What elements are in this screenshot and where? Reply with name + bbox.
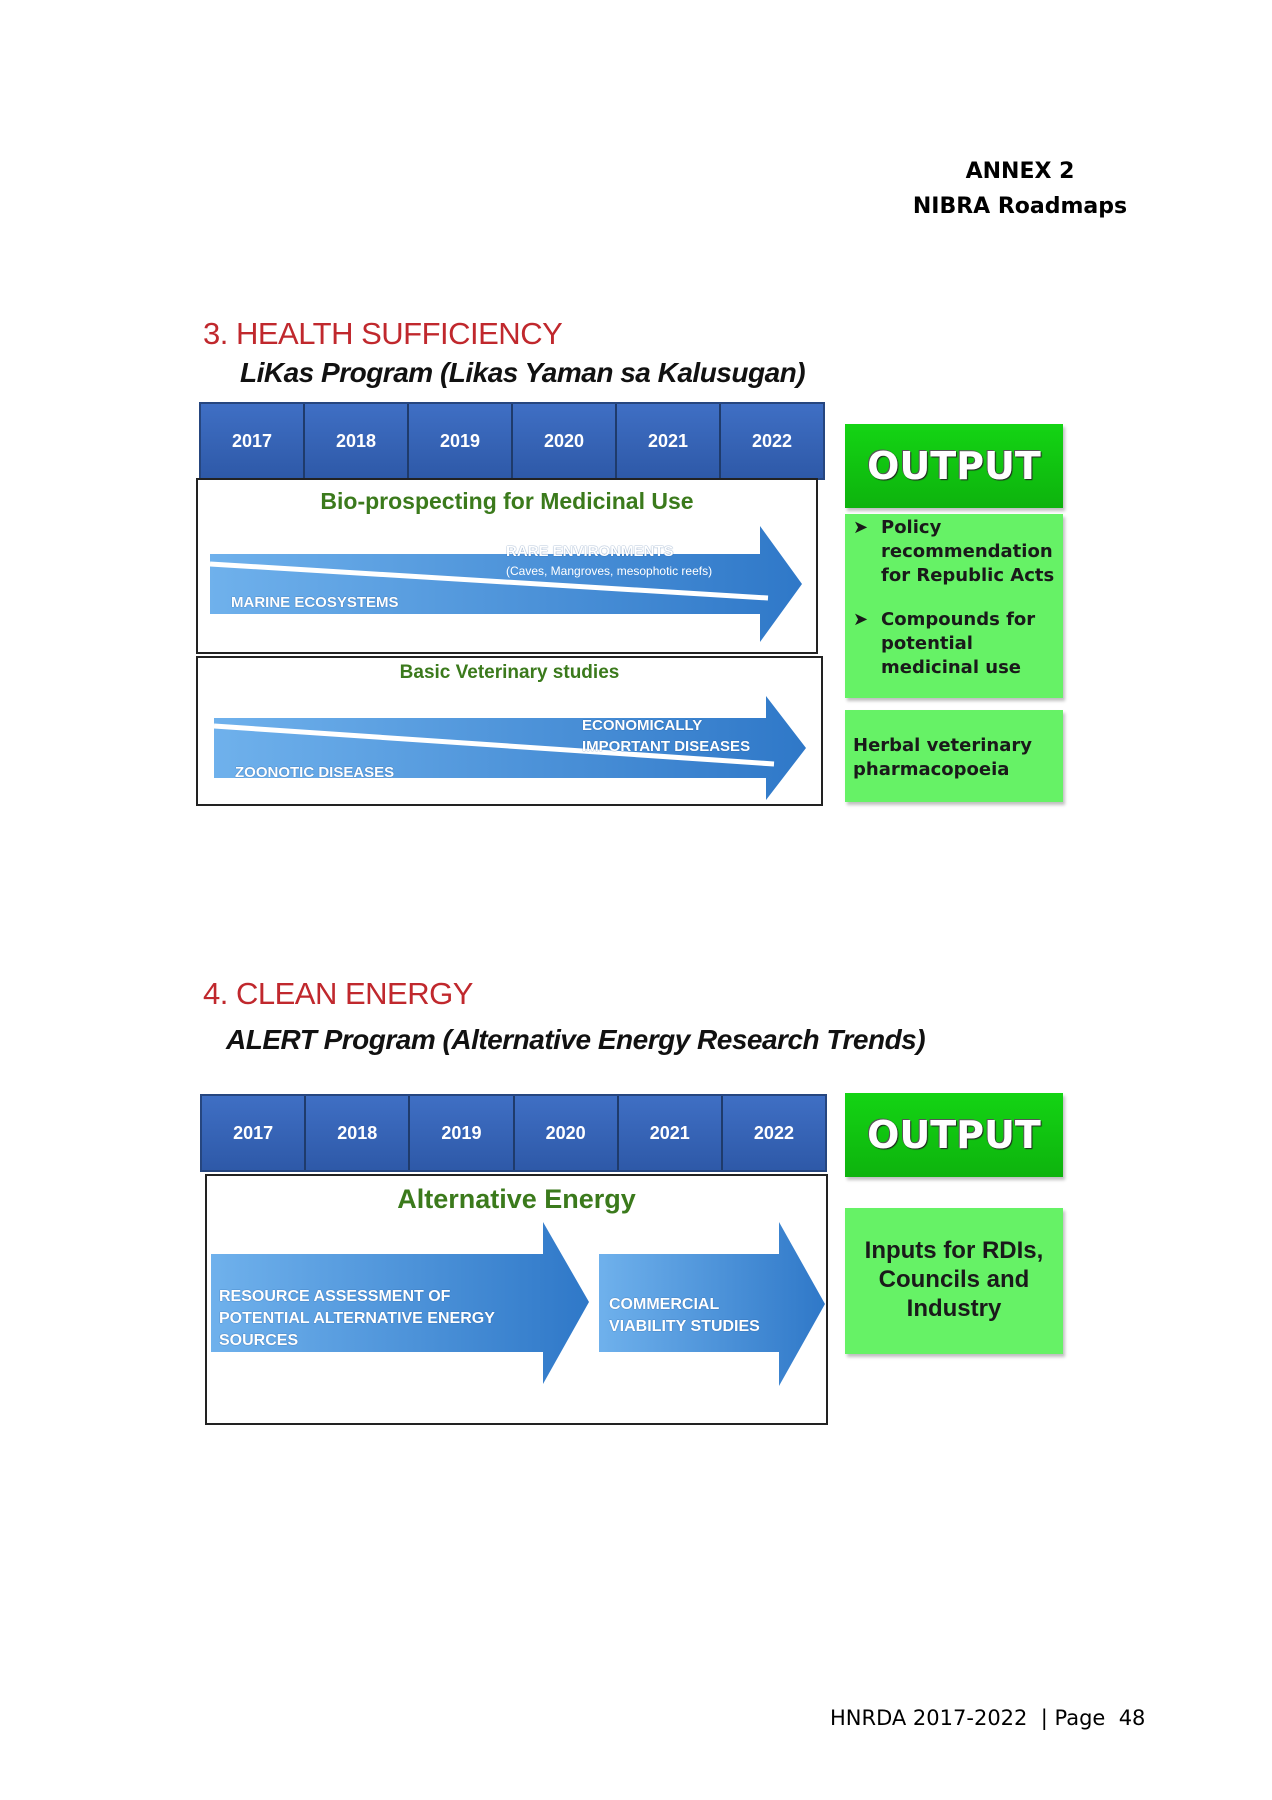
- section4-title: 4. CLEAN ENERGY: [203, 976, 473, 1011]
- year-2018: 2018: [306, 1096, 411, 1170]
- marine-ecosystems-label: MARINE ECOSYSTEMS: [231, 594, 399, 611]
- section3-year-bar: 2017 2018 2019 2020 2021 2022: [199, 402, 825, 480]
- resource-assessment-label: RESOURCE ASSESSMENT OF POTENTIAL ALTERNA…: [219, 1286, 495, 1352]
- year-2019: 2019: [410, 1096, 515, 1170]
- alternative-energy-arrows: [211, 1222, 825, 1386]
- year-2020: 2020: [515, 1096, 619, 1170]
- section3-program-title: LiKas Program (Likas Yaman sa Kalusugan): [240, 357, 806, 388]
- section4-year-bar: 2017 2018 2019 2020 2021 2022: [200, 1094, 827, 1172]
- output-bullet: ➤ Compounds for potential medicinal use: [853, 608, 1055, 680]
- bioprospecting-arrow: [209, 526, 802, 642]
- arrow-bullet-icon: ➤: [853, 517, 869, 538]
- annex-subtitle: NIBRA Roadmaps: [912, 194, 1128, 219]
- veterinary-arrow: [213, 696, 806, 800]
- annex-label: ANNEX 2: [965, 159, 1075, 184]
- economically-label: ECONOMICALLY: [582, 717, 703, 734]
- zoonotic-diseases-label: ZOONOTIC DISEASES: [235, 764, 395, 781]
- output-bullet-text: Policy recommendation for Republic Acts: [881, 517, 1055, 586]
- resource-assessment-line: POTENTIAL ALTERNATIVE ENERGY: [219, 1310, 495, 1327]
- arrow-bullet-icon: ➤: [853, 609, 869, 630]
- section3-title: 3. HEALTH SUFFICIENCY: [203, 316, 563, 351]
- year-2017: 2017: [201, 404, 305, 478]
- rare-environments-label: RARE ENVIRONMENTS: [506, 543, 674, 560]
- page-footer: HNRDA 2017-2022 | Page 48: [830, 1706, 1146, 1730]
- veterinary-title: Basic Veterinary studies: [399, 662, 620, 683]
- section4-program-title: ALERT Program (Alternative Energy Resear…: [226, 1024, 926, 1055]
- year-2021: 2021: [617, 404, 721, 478]
- alternative-energy-panel: Alternative Energy RESOURCE ASSESSMENT O…: [205, 1174, 828, 1425]
- output-bullet-text: Compounds for potential medicinal use: [881, 609, 1036, 678]
- commercial-viability-line: VIABILITY STUDIES: [609, 1318, 760, 1335]
- section3-output-heading: OUTPUT: [845, 424, 1063, 508]
- year-2019: 2019: [409, 404, 513, 478]
- year-2022: 2022: [751, 430, 793, 451]
- year-2021: 2021: [619, 1096, 723, 1170]
- year-2017: 2017: [202, 1096, 307, 1170]
- year-2020: 2020: [513, 404, 617, 478]
- commercial-viability-label: COMMERCIAL VIABILITY STUDIES: [609, 1294, 760, 1338]
- resource-assessment-line: RESOURCE ASSESSMENT OF: [219, 1288, 451, 1305]
- section4-output-heading: OUTPUT: [845, 1093, 1063, 1177]
- important-diseases-label: IMPORTANT DISEASES: [582, 738, 751, 755]
- alternative-energy-title: Alternative Energy: [397, 1184, 636, 1214]
- annex-header: ANNEX 2 NIBRA Roadmaps: [900, 154, 1140, 224]
- section3-output-box1: ➤ Policy recommendation for Republic Act…: [845, 514, 1063, 698]
- bioprospecting-title: Bio-prospecting for Medicinal Use: [320, 488, 694, 514]
- year-2022: 2022: [753, 1122, 794, 1143]
- year-2018: 2018: [305, 404, 409, 478]
- veterinary-panel: Basic Veterinary studies ECONOMICALLY IM…: [196, 656, 823, 806]
- section3-output-box2: Herbal veterinary pharmacopoeia: [845, 710, 1063, 802]
- output-bullet: ➤ Policy recommendation for Republic Act…: [853, 516, 1055, 588]
- commercial-viability-line: COMMERCIAL: [609, 1296, 720, 1313]
- section4-output-box: Inputs for RDIs, Councils and Industry: [845, 1208, 1063, 1354]
- resource-assessment-line: SOURCES: [219, 1332, 299, 1349]
- bioprospecting-panel: Bio-prospecting for Medicinal Use RARE E…: [196, 478, 818, 654]
- rare-environments-sub: (Caves, Mangroves, mesophotic reefs): [506, 564, 713, 578]
